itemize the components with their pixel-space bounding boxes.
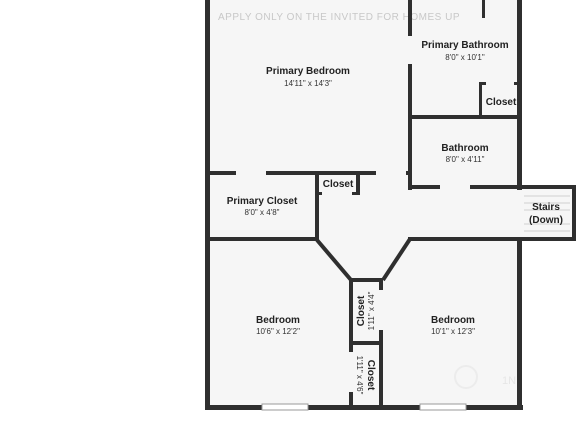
wall-diagonal-right <box>381 237 412 282</box>
door-opening-pbed <box>376 170 406 176</box>
room-closet-mid-top-name: Closet <box>356 295 367 326</box>
wall-bath-left <box>408 0 412 190</box>
room-closet-bath-name: Closet <box>486 97 517 108</box>
watermark-text: 1N <box>502 375 516 387</box>
door-opening-stairs <box>516 196 522 232</box>
wall-upper-divider <box>482 0 485 18</box>
room-primary-bathroom-name: Primary Bathroom <box>421 40 508 51</box>
room-primary-closet-dims: 8'0" x 4'8" <box>245 208 280 217</box>
stair-treads <box>524 195 570 232</box>
wall-midcloset-divider <box>349 341 383 345</box>
wall-scloset-right <box>356 171 360 195</box>
door-opening-midcloset-bottom <box>348 352 354 392</box>
room-stairs-line1: Stairs <box>532 202 560 213</box>
door-opening-pbath <box>407 36 413 64</box>
room-closet-mid-bottom-dims: 1'11" x 4'6" <box>355 356 364 395</box>
floor-area <box>206 0 576 408</box>
wall-stairs-top <box>517 185 576 189</box>
room-bedroom-left-name: Bedroom <box>256 315 300 326</box>
wall-exterior-right <box>517 0 522 190</box>
wall-primary-bed-bottom <box>205 171 412 175</box>
room-bathroom-dims: 8'0" x 4'11" <box>446 155 485 164</box>
room-bedroom-left-dims: 10'6" x 12'2" <box>256 327 300 336</box>
wall-hall-right <box>408 237 521 241</box>
room-stairs-line2: (Down) <box>529 215 563 226</box>
window-bedroom-right <box>419 403 467 411</box>
door-opening-bath-closet <box>486 81 514 86</box>
room-primary-bathroom-dims: 8'0" x 10'1" <box>445 53 485 62</box>
wall-exterior-right-lower <box>517 237 522 410</box>
wall-bath-bottom <box>408 115 521 119</box>
room-bedroom-right-dims: 10'1" x 12'3" <box>431 327 475 336</box>
wall-midcloset-top <box>349 278 383 282</box>
watermark-logo-icon <box>454 365 478 389</box>
room-closet-mid-top-dims: 1'11" x 4'4" <box>367 291 376 330</box>
wall-closet-left <box>479 82 482 117</box>
wall-stairs-right <box>572 185 576 241</box>
wall-exterior-left <box>205 0 210 410</box>
wall-pcloset-bottom <box>205 237 319 241</box>
room-closet-small-name: Closet <box>323 179 354 190</box>
room-primary-bedroom-dims: 14'11" x 14'3" <box>284 79 332 88</box>
wall-pcloset-right <box>315 171 319 241</box>
room-bathroom-name: Bathroom <box>441 143 488 154</box>
disclaimer-text: APPLY ONLY ON THE INVITED FOR HOMES UP <box>218 12 460 23</box>
room-closet-mid-bottom-name: Closet <box>365 360 376 391</box>
door-opening-scloset <box>322 191 352 196</box>
door-opening-bath <box>440 184 470 190</box>
door-opening-midcloset-top <box>378 290 384 330</box>
room-primary-bedroom-name: Primary Bedroom <box>266 66 350 77</box>
room-bedroom-right-name: Bedroom <box>431 315 475 326</box>
wall-stairs-bottom <box>517 237 576 241</box>
window-bedroom-left <box>261 403 309 411</box>
wall-diagonal-left <box>315 238 353 282</box>
door-opening-pcloset <box>236 170 266 176</box>
room-primary-closet-name: Primary Closet <box>227 196 298 207</box>
wall-exterior-bottom <box>205 405 523 410</box>
